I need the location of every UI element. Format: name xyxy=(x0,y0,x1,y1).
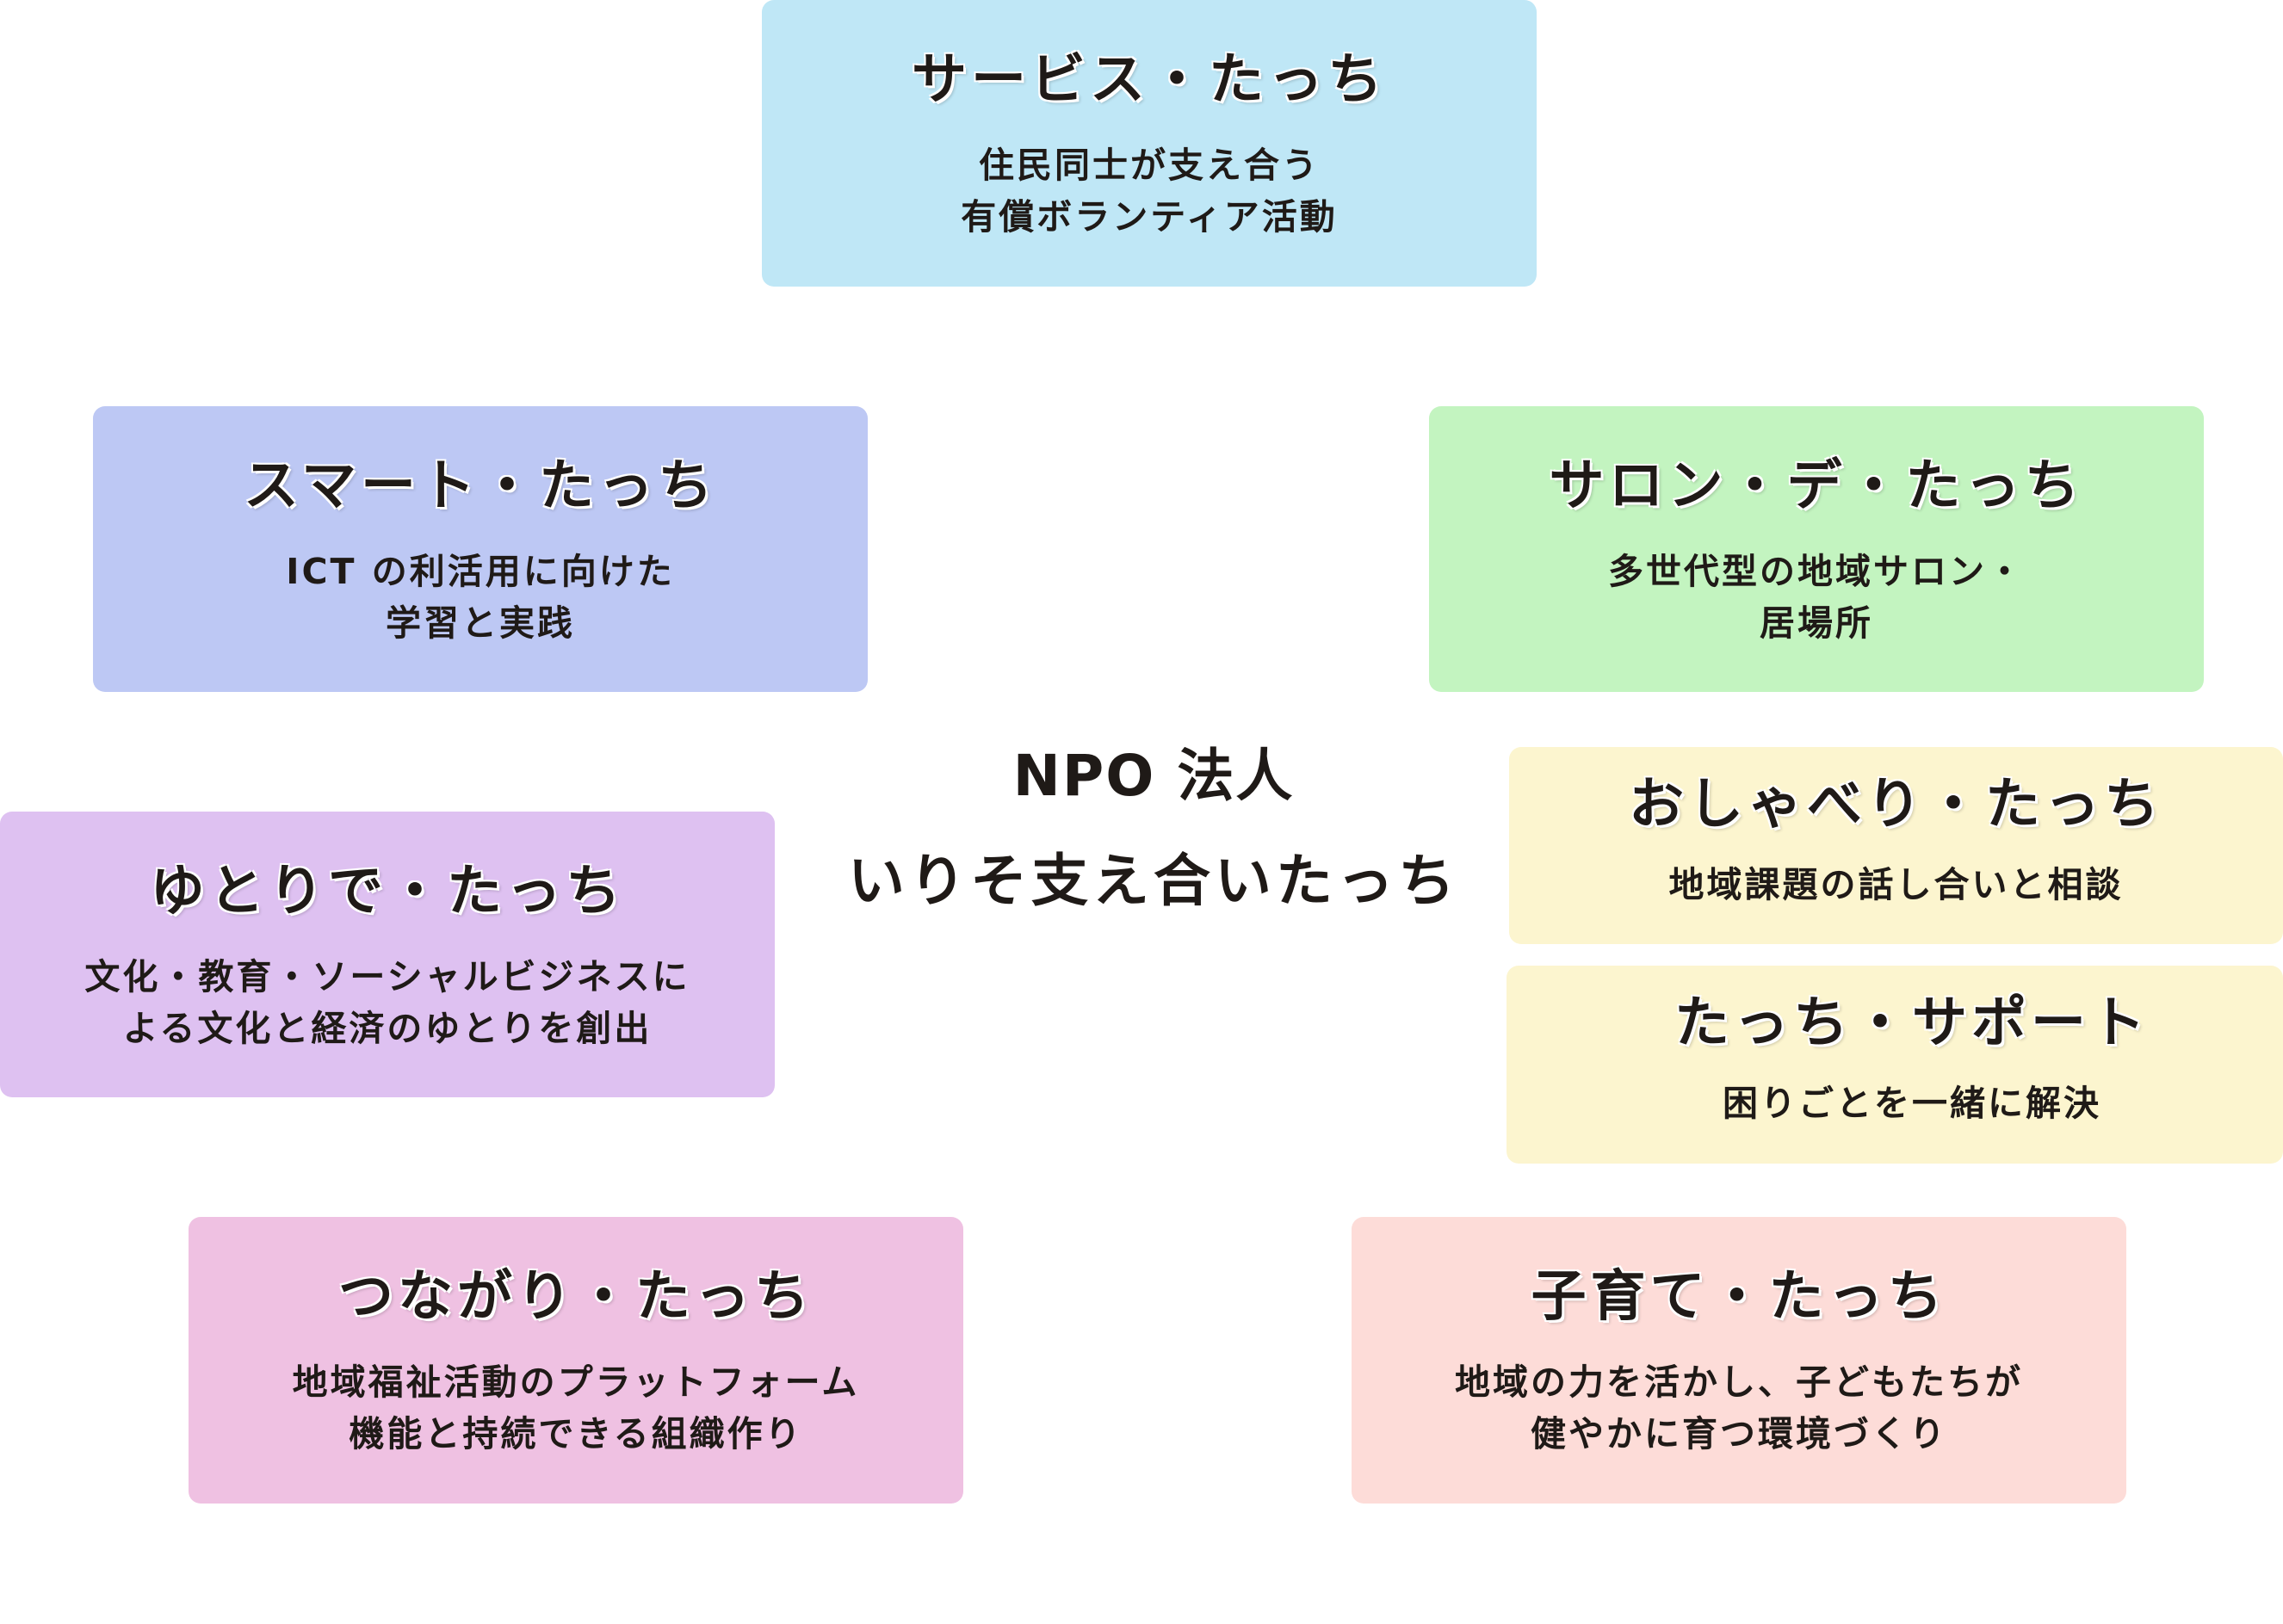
card-description: 多世代型の地域サロン・ 居場所 xyxy=(1608,551,2025,644)
card-title: サービス・たっち xyxy=(912,48,1387,112)
card-title: たっち・サポート xyxy=(1674,991,2150,1055)
card-title: サロン・デ・たっち xyxy=(1549,454,2084,518)
card-smart-touch: スマート・たっち ICT の利活用に向けた 学習と実践 xyxy=(93,406,868,692)
card-description: 地域課題の話し合いと相談 xyxy=(1668,864,2124,905)
card-tsunagari-touch: つながり・たっち 地域福祉活動のプラットフォーム 機能と持続できる組織作り xyxy=(189,1217,963,1504)
card-yutori-de-touch: ゆとりで・たっち 文化・教育・ソーシャルビジネスに よる文化と経済のゆとりを創出 xyxy=(0,812,775,1097)
card-kosodate-touch: 子育て・たっち 地域の力を活かし、子どもたちが 健やかに育つ環境づくり xyxy=(1352,1217,2126,1504)
card-oshaberi-touch: おしゃべり・たっち 地域課題の話し合いと相談 xyxy=(1509,747,2283,944)
card-description: 住民同士が支え合う 有償ボランティア活動 xyxy=(961,145,1338,238)
card-description: 文化・教育・ソーシャルビジネスに よる文化と経済のゆとりを創出 xyxy=(84,956,690,1049)
center-line-org-name: いりそ支え合いたっち xyxy=(848,848,1459,914)
card-title: スマート・たっち xyxy=(243,454,718,518)
card-description: 困りごとを一緒に解決 xyxy=(1723,1083,2101,1124)
card-description: 地域福祉活動のプラットフォーム 機能と持続できる組織作り xyxy=(292,1362,860,1454)
card-touch-support: たっち・サポート 困りごとを一緒に解決 xyxy=(1507,966,2283,1164)
card-service-touch: サービス・たっち 住民同士が支え合う 有償ボランティア活動 xyxy=(762,0,1537,287)
card-title: 子育て・たっち xyxy=(1531,1265,1947,1329)
card-title: つながり・たっち xyxy=(338,1265,814,1329)
card-title: おしゃべり・たっち xyxy=(1629,773,2163,837)
card-description: ICT の利活用に向けた 学習と実践 xyxy=(286,551,675,644)
card-salon-de-touch: サロン・デ・たっち 多世代型の地域サロン・ 居場所 xyxy=(1429,406,2204,692)
center-line-npo: NPO 法人 xyxy=(1012,743,1295,809)
card-description: 地域の力を活かし、子どもたちが 健やかに育つ環境づくり xyxy=(1455,1362,2023,1454)
card-title: ゆとりで・たっち xyxy=(150,860,625,923)
